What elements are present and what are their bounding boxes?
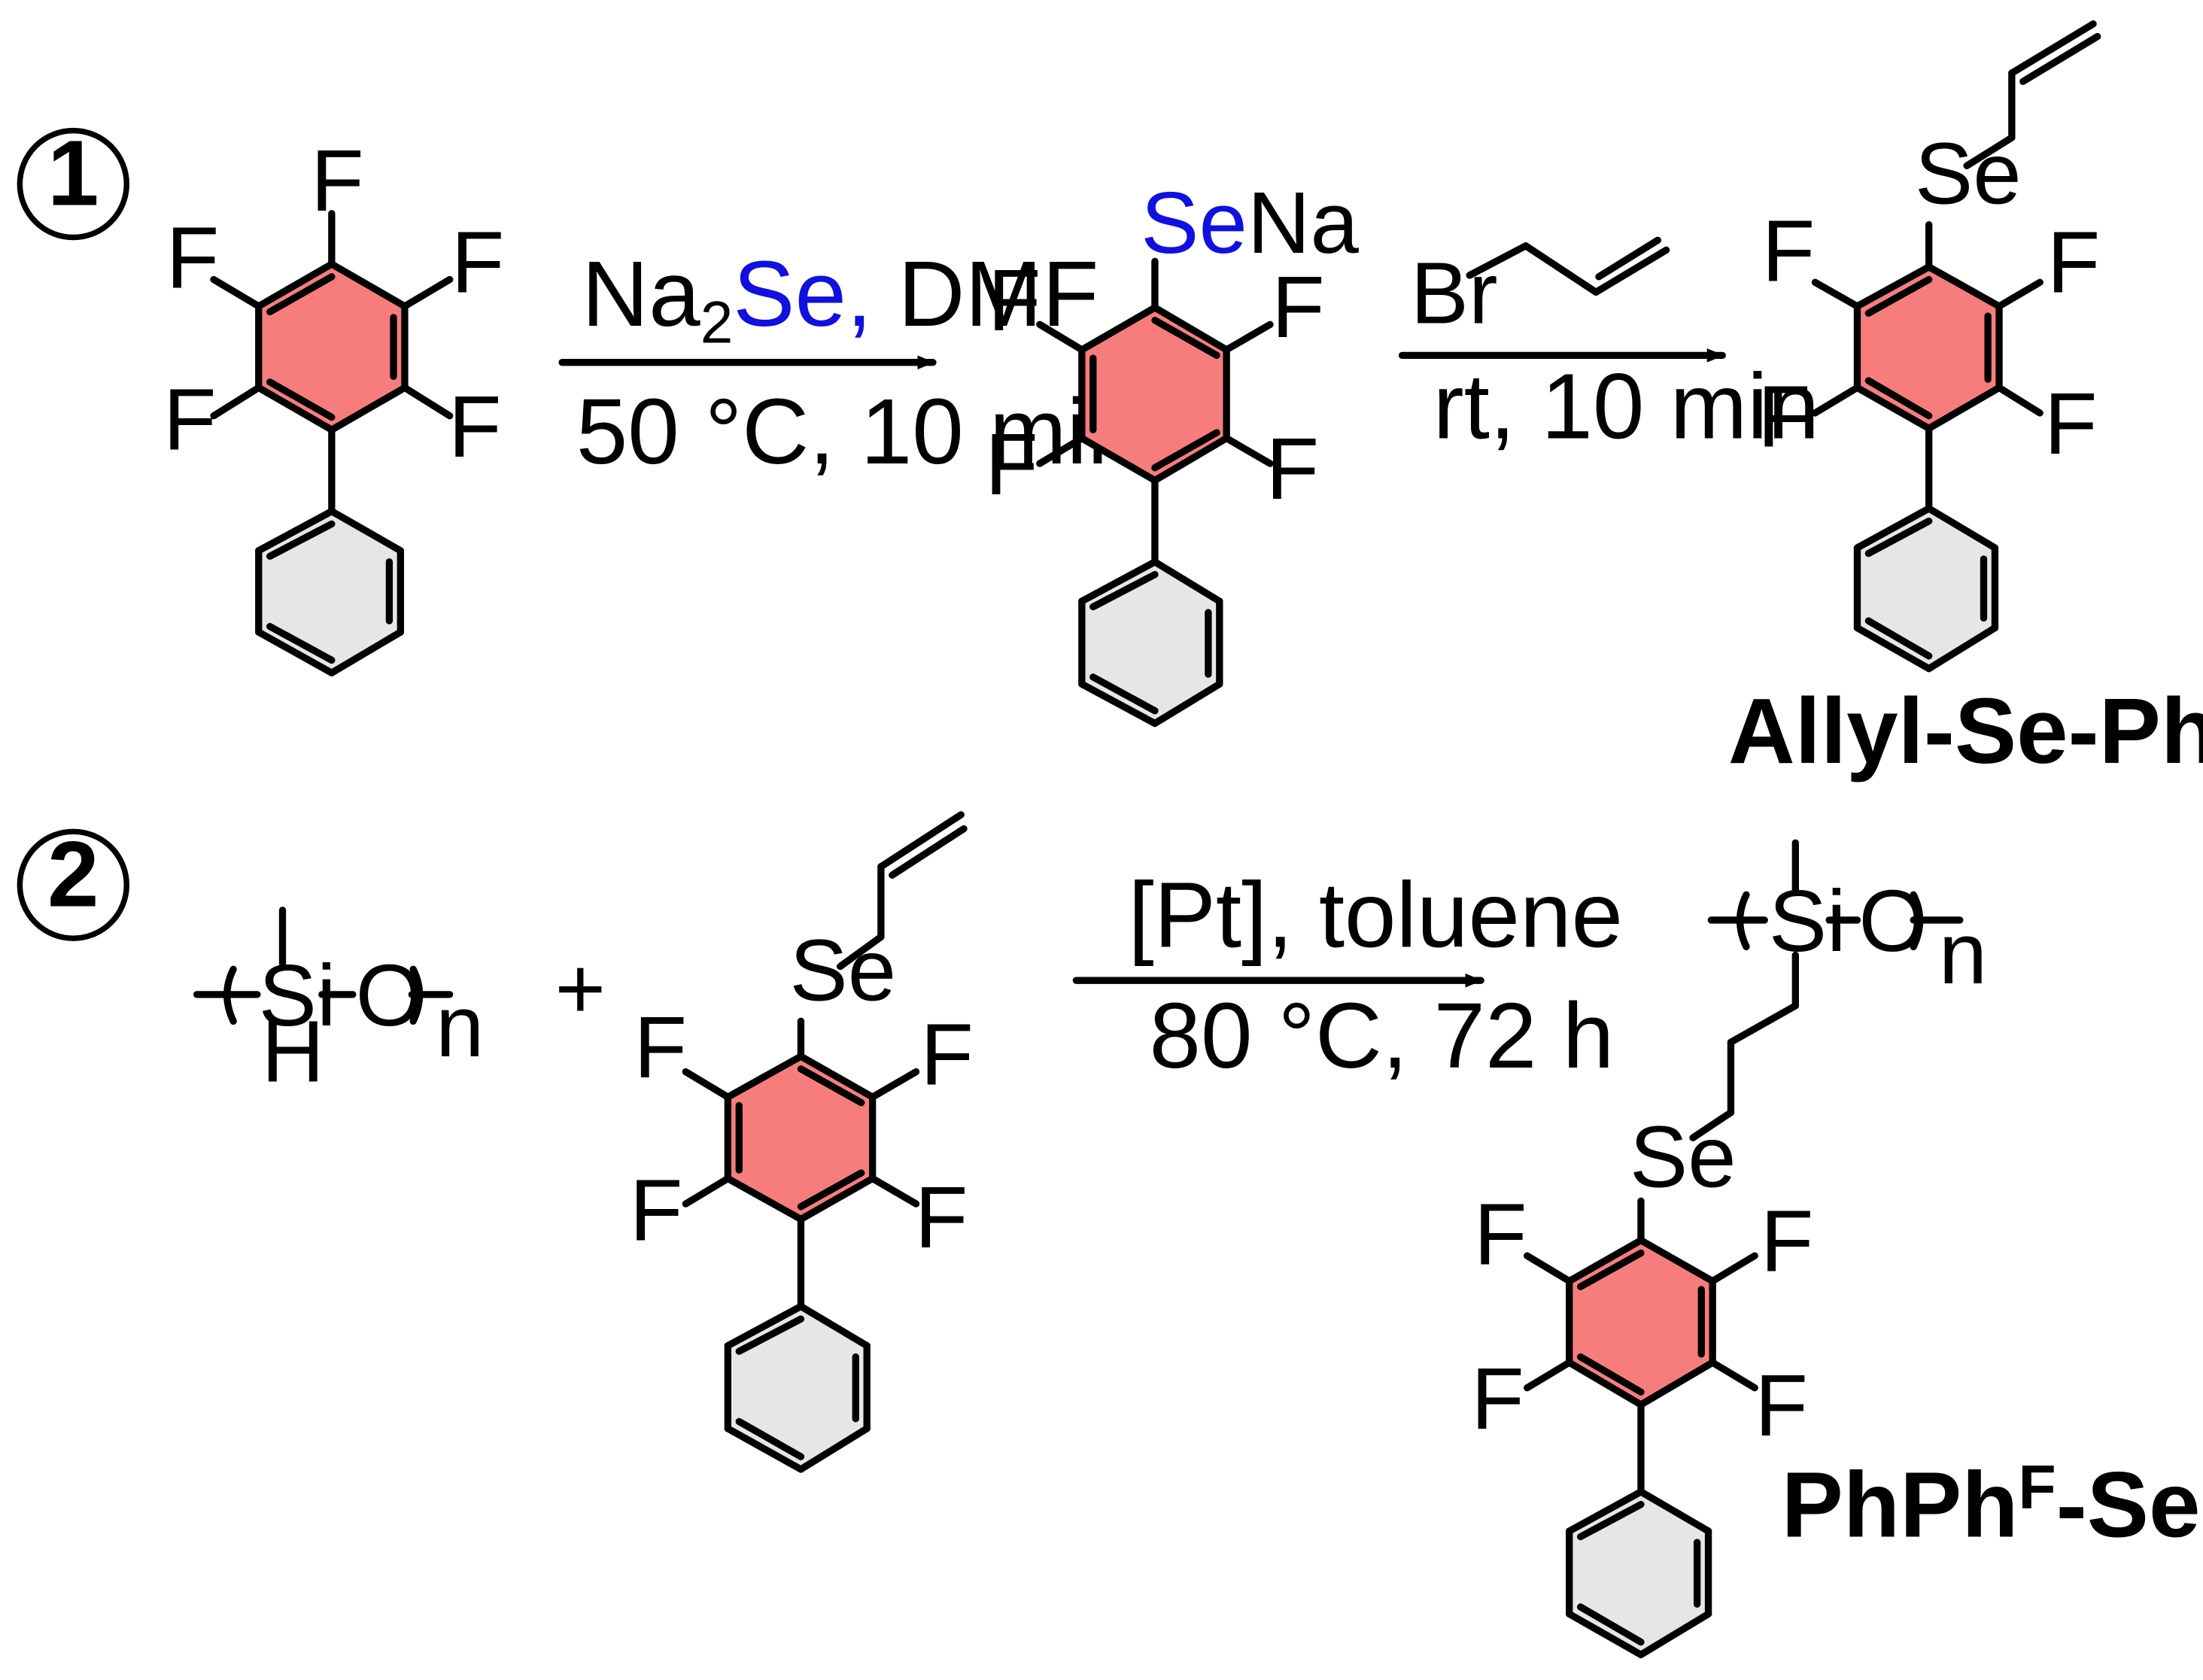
compound-name-phphf-se-pms: PhPhF-Se-PMS: [1782, 1454, 2203, 1557]
fluoroarene-ring: [1569, 1240, 1713, 1405]
hydrogen-label: H: [262, 1003, 325, 1101]
bromine-label: Br: [1411, 244, 1498, 342]
step-2-marker: [17, 828, 129, 941]
phenyl-ring: [1857, 508, 1995, 669]
allyl-se-phfph-product: Se F F F F Allyl-Se-PhFPh: [1728, 20, 2203, 783]
phenyl-ring: [1569, 1491, 1709, 1655]
fluorine-label: F: [630, 1162, 683, 1259]
phphf-se-pms-product: Si O n Se F F F F PhPhF-Se: [1471, 839, 2203, 1659]
step-1-marker: [17, 127, 129, 241]
fluorine-label: F: [451, 213, 505, 311]
oxygen-label: O: [356, 946, 424, 1044]
fluorine-label: F: [920, 1005, 974, 1103]
step-2-number: 2: [47, 822, 99, 926]
reaction-arrow-3: [Pt], toluene 80 °C, 72 h: [1072, 863, 1623, 1088]
oxygen-label: O: [1858, 872, 1926, 970]
fluorine-label: F: [1272, 258, 1325, 356]
plus-sign: +: [555, 940, 606, 1037]
arrow-1-reagent: Na2Se, DMF: [582, 242, 1098, 355]
silicon-label: Si: [259, 946, 336, 1044]
fluoroarene-ring: [728, 1056, 873, 1220]
arrow-3-conditions: 80 °C, 72 h: [1149, 984, 1614, 1088]
fluorine-label: F: [2047, 213, 2101, 311]
reaction-arrow-2: Br rt, 10 min: [1398, 236, 1820, 459]
fluoroarene-ring: [258, 264, 405, 430]
polymethylhydrosiloxane-reactant: Si O H n: [193, 907, 484, 1101]
fluorine-label: F: [2044, 375, 2098, 472]
fluorine-label: F: [1761, 1192, 1814, 1290]
sodium-selenolate-intermediate: SeNa F F F F: [985, 174, 1359, 728]
step-1-number: 1: [47, 122, 99, 226]
fluorine-label: F: [448, 378, 502, 475]
fluoroarene-ring: [1081, 307, 1227, 481]
repeat-unit-n: n: [1939, 904, 1987, 1002]
step-1: 1 F F F F F Na2Se, DMF 50 °C, 10: [17, 20, 2203, 783]
fluorine-label: F: [988, 251, 1041, 349]
fluorine-label: F: [1758, 368, 1811, 466]
silicon-label: Si: [1769, 872, 1846, 970]
sodium-selenolate-label: SeNa: [1141, 174, 1359, 272]
repeat-unit-n: n: [436, 977, 484, 1075]
selenium-label: Se: [790, 921, 897, 1019]
phenyl-ring: [1081, 561, 1220, 724]
pentafluorobiphenyl-reactant: F F F F F: [163, 132, 505, 676]
phenyl-ring: [258, 511, 401, 673]
phenyl-ring: [728, 1306, 868, 1469]
fluoroarene-ring: [1857, 266, 2000, 429]
selenium-label: Se: [1915, 125, 2022, 223]
compound-name-allyl-se-phfph: Allyl-Se-PhFPh: [1728, 679, 2203, 783]
fluorine-label: F: [985, 415, 1038, 513]
fluorine-label: F: [166, 209, 220, 307]
fluorine-label: F: [634, 998, 687, 1096]
fluorine-label: F: [1755, 1356, 1808, 1454]
fluorine-label: F: [311, 132, 364, 229]
arrow-1-conditions: 50 °C, 10 min: [576, 380, 1139, 484]
fluorine-label: F: [1762, 202, 1816, 299]
fluorine-label: F: [1471, 1350, 1524, 1448]
step-2: 2 Si O H n +: [17, 811, 2203, 1659]
fluorine-label: F: [1474, 1185, 1527, 1283]
fluorine-label: F: [1266, 420, 1320, 518]
fluorine-label: F: [915, 1168, 968, 1266]
arrow-3-reagent: [Pt], toluene: [1128, 863, 1623, 967]
arrow-2-conditions: rt, 10 min: [1433, 355, 1820, 459]
reaction-arrow-1: Na2Se, DMF 50 °C, 10 min: [558, 242, 1139, 484]
allyl-bromide-reagent: Br: [1411, 236, 1670, 342]
allyl-se-phfph-reactant: Se F F F F: [630, 811, 974, 1473]
selenium-label: Se: [1630, 1108, 1737, 1206]
fluorine-label: F: [163, 370, 217, 468]
